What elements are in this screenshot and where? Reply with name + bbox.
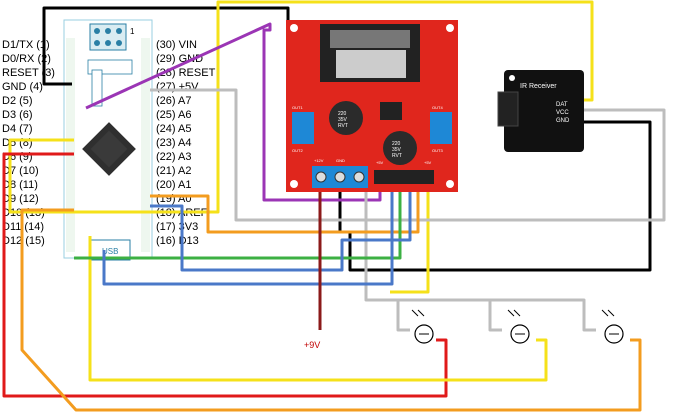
pin-label-right-22: (22) A3 — [156, 151, 191, 163]
label-out1: OUT1 — [292, 105, 303, 110]
wire-gray-led3 — [490, 298, 596, 332]
pin-label-left-10: D7 (10) — [2, 165, 39, 177]
label-gnd: GND — [336, 158, 345, 163]
ir-board — [504, 70, 584, 152]
ir-title: IR Receiver — [520, 83, 557, 90]
svg-text:35V: 35V — [392, 147, 402, 153]
wire-yellow-driver — [390, 180, 430, 294]
pin-label-left-1: D1/TX (1) — [2, 39, 50, 51]
pin-label-right-23: (23) A4 — [156, 137, 191, 149]
driver-header — [374, 170, 434, 184]
wire-gray-led2 — [366, 298, 502, 332]
icsp-header — [89, 23, 127, 51]
label-5v-b: +5V — [424, 160, 432, 165]
pin-label-right-26: (26) A7 — [156, 95, 191, 107]
svg-text:35V: 35V — [338, 117, 348, 123]
wire-gray-led1 — [364, 180, 410, 332]
pin-label-right-16: (16) D13 — [156, 235, 199, 247]
capacitor-1: 220 35V RVT — [329, 101, 363, 135]
wire-yellow-vcc — [8, 0, 594, 214]
icsp-pin-number: 1 — [130, 27, 135, 36]
arduino-right-pin-headers — [141, 38, 150, 252]
heatsink — [320, 24, 420, 82]
wire-black-gnd-top — [42, 6, 290, 86]
terminal-out3-out4 — [430, 112, 452, 144]
terminal-out1-out2 — [292, 112, 314, 144]
label-5v-a: +5V — [376, 160, 384, 165]
motor-driver-l298n: 220 35V RVT 220 35V RVT OUT1 OUT2 OUT4 O… — [286, 20, 458, 192]
arduino-left-pin-headers — [66, 38, 75, 252]
wire-purple — [85, 22, 382, 202]
svg-text:220: 220 — [338, 111, 347, 117]
pin-label-left-2: D0/RX (2) — [2, 53, 51, 65]
supply-9v-label: +9V — [304, 340, 320, 350]
arduino-nano: 1 USB D1/TX (1) D0/RX (2) RESET (3) GND … — [2, 19, 216, 261]
wire-blue-2 — [102, 180, 394, 286]
led-3 — [601, 309, 624, 344]
pin-label-left-5: D2 (5) — [2, 95, 33, 107]
label-out3: OUT3 — [432, 148, 443, 153]
pin-label-right-25: (25) A6 — [156, 109, 191, 121]
wire-gray-5v — [150, 88, 666, 222]
wire-orange-d10 — [20, 208, 642, 412]
pin-label-right-20: (20) A1 — [156, 179, 191, 191]
wire-yellow-led2 — [88, 236, 548, 382]
pin-label-right-30: (30) VIN — [156, 39, 197, 51]
wire-orange-top — [150, 180, 420, 234]
icsp-pins — [94, 28, 122, 46]
ir-pin-dat: DAT — [556, 102, 568, 108]
pin-label-left-4: GND (4) — [2, 81, 43, 93]
pin-label-right-21: (21) A2 — [156, 165, 191, 177]
voltage-regulator — [380, 102, 402, 120]
capacitor-2: 220 35V RVT — [383, 131, 417, 165]
led-2 — [507, 309, 530, 344]
ir-pin-gnd: GND — [556, 118, 570, 124]
led-1 — [411, 309, 434, 344]
wire-red-d6 — [2, 152, 448, 398]
pin-label-right-29: (29) GND — [156, 53, 203, 65]
ir-pin-vcc: VCC — [556, 110, 569, 116]
label-out4: OUT4 — [432, 105, 443, 110]
svg-text:220: 220 — [392, 141, 401, 147]
wire-blue — [150, 180, 412, 272]
label-12v: +12V — [314, 158, 324, 163]
pin-label-left-12: D9 (12) — [2, 193, 39, 205]
pin-label-left-7: D4 (7) — [2, 123, 33, 135]
pin-label-left-11: D8 (11) — [2, 179, 38, 191]
pin-label-left-3: RESET (3) — [2, 67, 55, 79]
usb-label: USB — [102, 247, 118, 256]
ir-sensor — [497, 91, 519, 127]
resistor-array — [91, 69, 103, 107]
mcu-chip — [82, 122, 136, 176]
label-out2: OUT2 — [292, 148, 303, 153]
pin-label-left-6: D3 (6) — [2, 109, 33, 121]
pin-label-right-17: (17) 3V3 — [156, 221, 198, 233]
pin-label-right-24: (24) A5 — [156, 123, 191, 135]
wires — [2, 0, 666, 412]
svg-text:RVT: RVT — [392, 153, 402, 159]
ir-receiver-module: IR Receiver DAT VCC GND — [497, 70, 584, 152]
svg-text:RVT: RVT — [338, 123, 348, 129]
